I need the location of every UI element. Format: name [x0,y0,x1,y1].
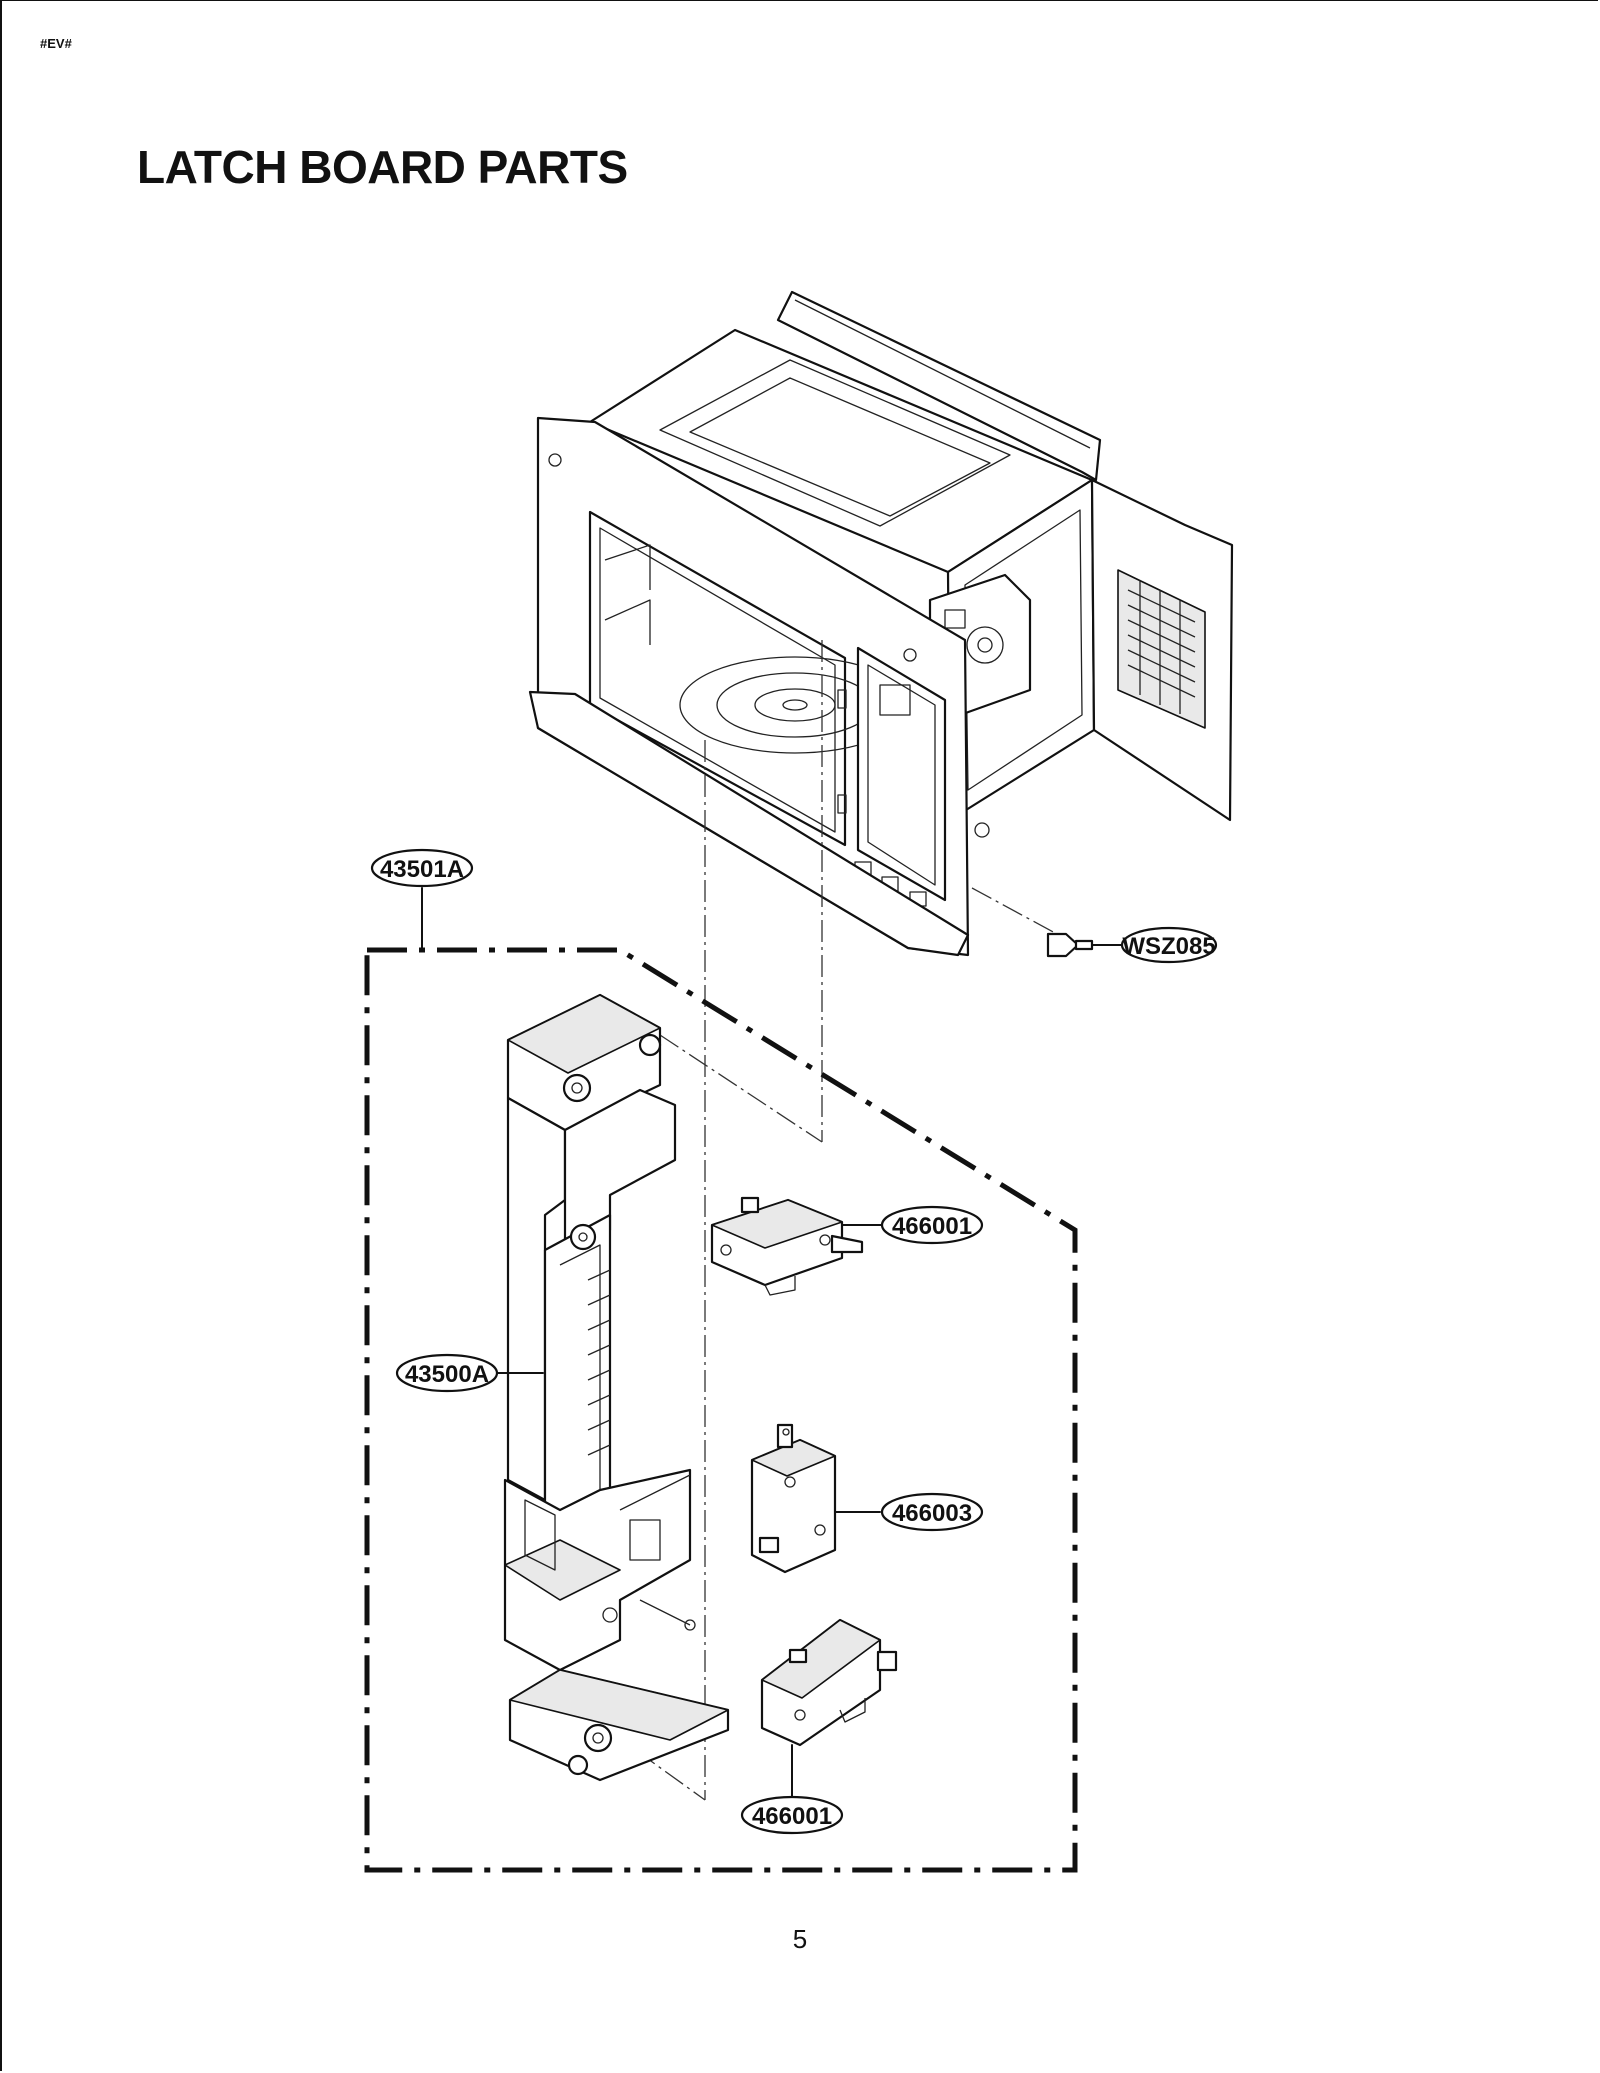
document-code: #EV# [40,36,72,51]
callout-switch-lower: 466001 [740,1795,844,1835]
callout-switch-upper-label: 466001 [892,1213,972,1240]
page-number: 5 [792,1924,808,1954]
callout-screw-label: WSZ085 [1122,933,1215,960]
assembly-boundary [364,947,1078,1873]
microwave-cavity-icon [528,290,1234,957]
callout-latch-board: 43500A [395,1353,499,1393]
micro-switch-icon [710,1196,864,1296]
callout-switch-middle: 466003 [880,1492,984,1532]
callout-switch-upper: 466001 [880,1205,984,1245]
callout-latch-board-label: 43500A [405,1361,489,1388]
latch-board-icon [503,993,730,1782]
callout-switch-middle-label: 466003 [892,1500,972,1527]
callout-screw: WSZ085 [1120,926,1218,964]
micro-switch-icon [760,1618,898,1747]
callout-switch-lower-label: 466001 [752,1803,832,1830]
callout-assembly-label: 43501A [380,856,464,883]
page-title: LATCH BOARD PARTS [137,141,628,193]
micro-switch-icon [750,1423,837,1574]
callout-assembly: 43501A [370,848,474,888]
screw-icon [1046,932,1123,958]
latch-teeth [587,1269,611,1456]
vent-grille [1127,580,1196,714]
